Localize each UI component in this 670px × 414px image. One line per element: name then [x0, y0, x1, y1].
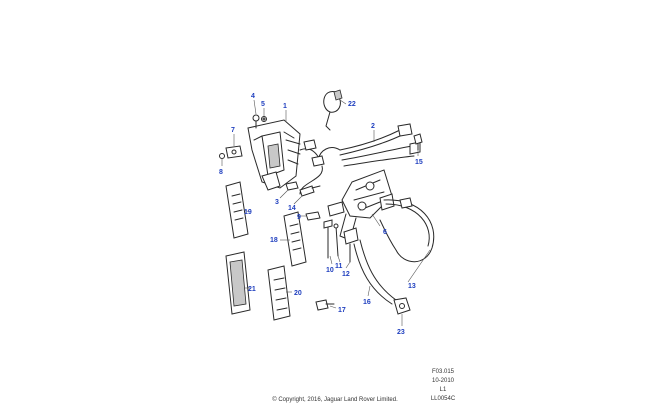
callout-labels: 1 2 4 5 7 8 3 14 9 22 15 6 19 18 10 11 1… [219, 93, 423, 336]
part-17-fastener [315, 299, 335, 311]
part-1-housing [247, 119, 301, 191]
part-20-pad [267, 265, 291, 321]
reference-level: L1 [439, 387, 447, 393]
callout-19: 19 [244, 209, 252, 216]
callout-2: 2 [371, 123, 375, 130]
part-10-rod [323, 219, 333, 259]
callout-17: 17 [338, 307, 346, 314]
part-13-cable [379, 197, 435, 263]
part-22-cable-tie [323, 89, 343, 131]
callout-6: 6 [383, 229, 387, 236]
leader-lines [221, 99, 431, 326]
copyright-notice: © Copyright, 2016, Jaguar Land Rover Lim… [272, 397, 398, 403]
part-12-bracket [343, 227, 359, 263]
part-14-bolt [299, 185, 321, 197]
callout-21: 21 [248, 286, 256, 293]
part-18-pad [283, 211, 307, 267]
callout-7: 7 [231, 127, 235, 134]
callout-15: 15 [415, 159, 423, 166]
reference-id: LL0054C [430, 396, 456, 402]
part-7-clip [225, 145, 243, 159]
callout-3: 3 [275, 199, 279, 206]
part-23-end-fitting [393, 297, 411, 315]
part-4-screw [252, 114, 260, 129]
callout-9: 9 [297, 214, 301, 221]
part-11-rod [333, 223, 339, 257]
callout-10: 10 [326, 267, 334, 274]
part-9-clip [305, 211, 321, 221]
part-5-washer [261, 116, 267, 122]
callout-13: 13 [408, 283, 416, 290]
callout-22: 22 [348, 101, 356, 108]
part-2-harness [299, 123, 421, 195]
callout-1: 1 [283, 103, 287, 110]
drawing-reference-block: F03.015 10-2010 L1 LL0054C [428, 368, 458, 404]
reference-code: F03.015 [431, 369, 455, 375]
callout-20: 20 [294, 290, 302, 297]
part-3-pin [285, 181, 299, 191]
reference-date: 10-2010 [431, 378, 455, 384]
callout-16: 16 [363, 299, 371, 306]
callout-12: 12 [342, 271, 350, 278]
callout-23: 23 [397, 329, 405, 336]
part-15-connector [413, 133, 423, 151]
callout-11: 11 [335, 263, 343, 270]
part-6-lever-mechanism [327, 169, 395, 241]
part-16-cable [353, 239, 397, 305]
callout-14: 14 [288, 205, 296, 212]
callout-5: 5 [261, 101, 265, 108]
callout-18: 18 [270, 237, 278, 244]
part-19-pad [225, 181, 249, 239]
part-21-pedal-pad [225, 251, 251, 315]
callout-8: 8 [219, 169, 223, 176]
callout-4: 4 [251, 93, 255, 100]
part-8-screw [219, 153, 225, 159]
